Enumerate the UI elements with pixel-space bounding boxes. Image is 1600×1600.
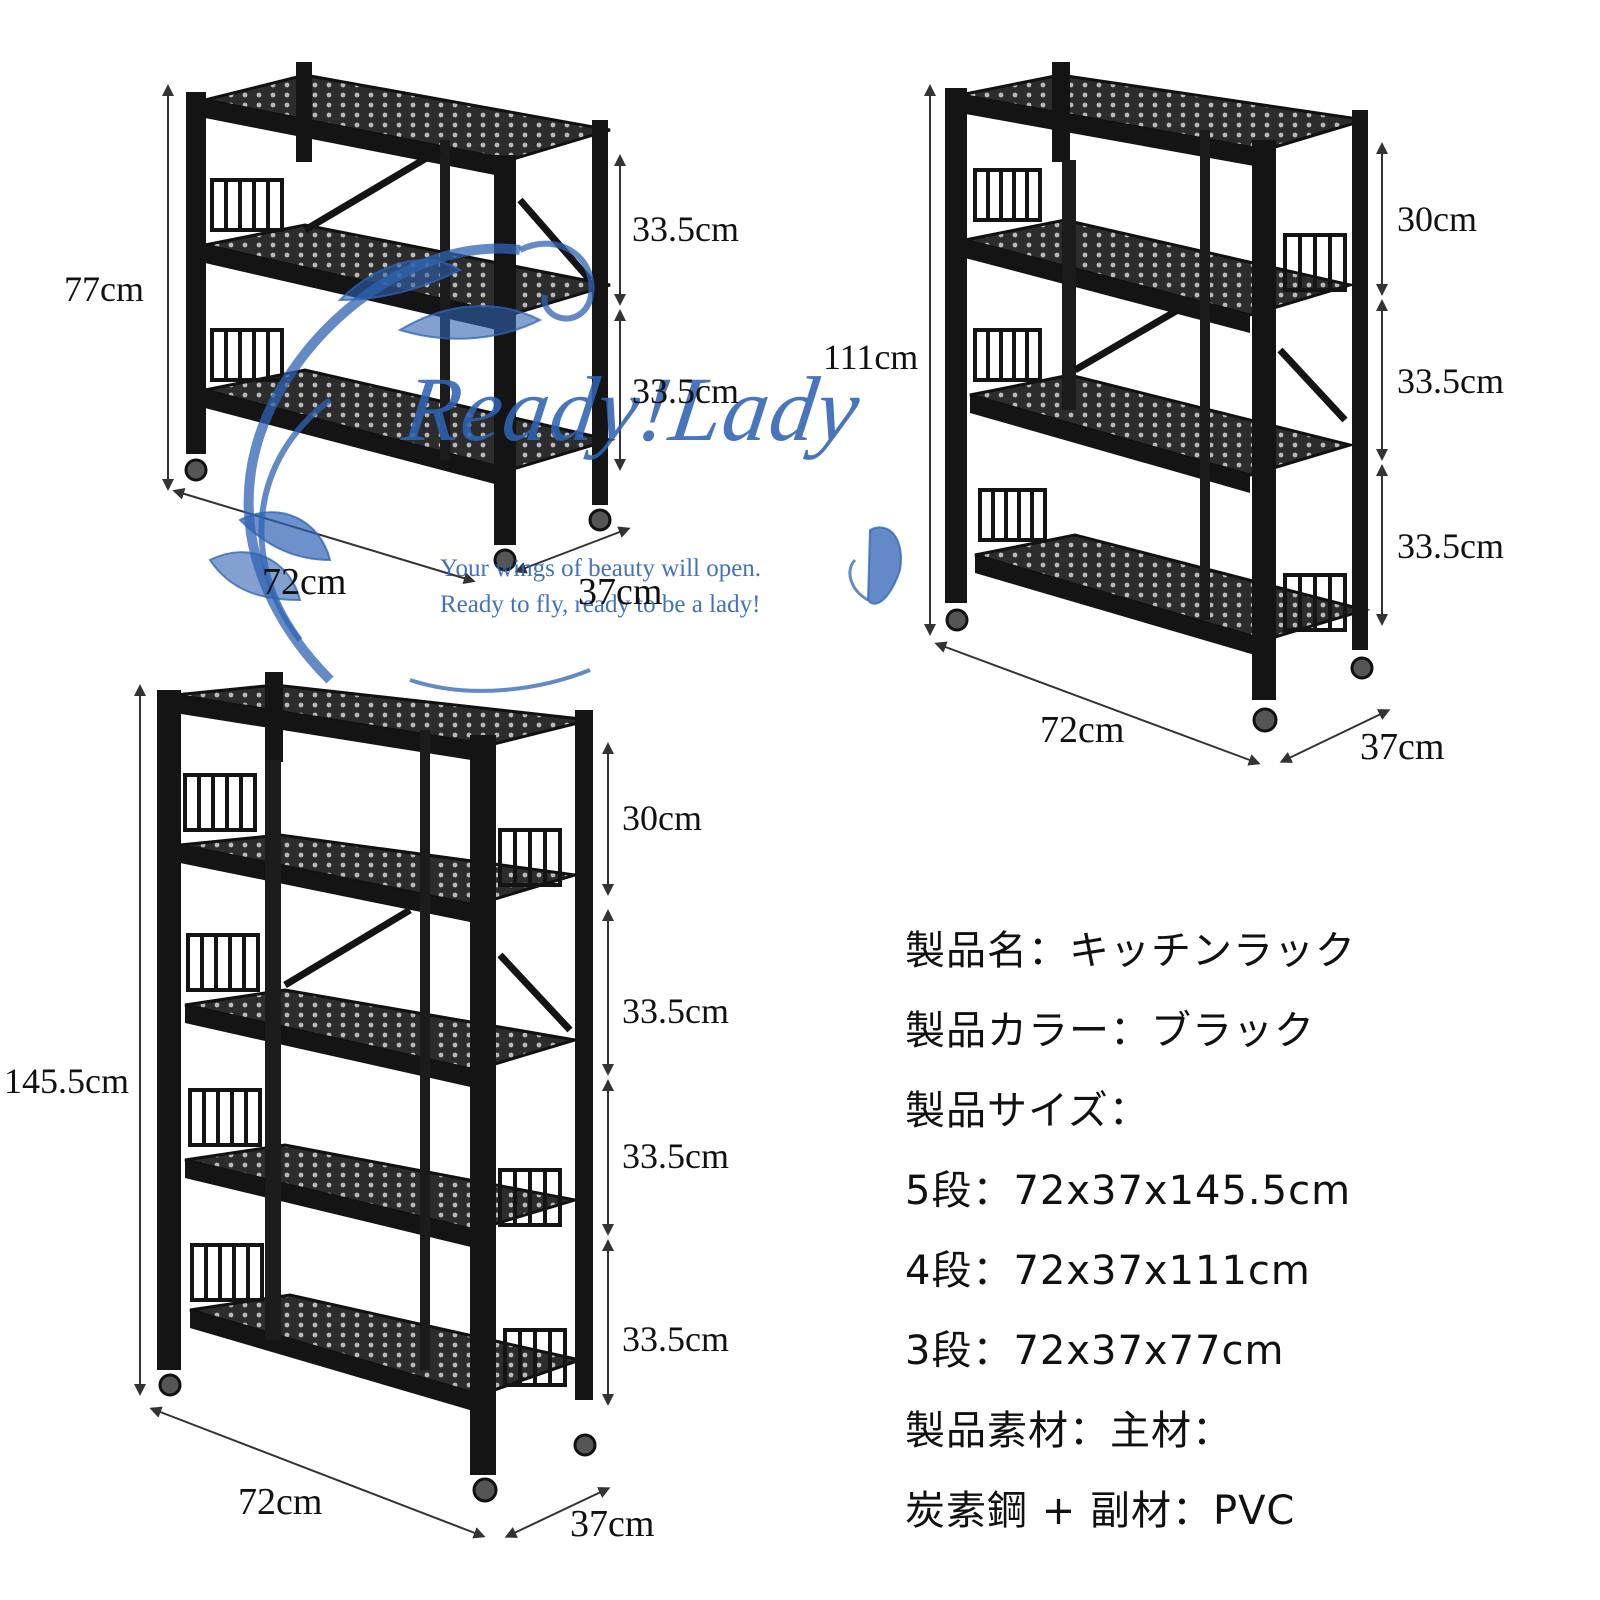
rack4-height-label: 111cm [823, 337, 919, 377]
rack4-width-label: 72cm [1040, 709, 1125, 751]
rack5-gap3-label: 33.5cm [622, 1136, 729, 1176]
rack5-depth-label: 37cm [570, 1503, 655, 1545]
spec-material-main: 製品素材：主材： [905, 1408, 1233, 1454]
rack3-gap1-label: 33.5cm [632, 209, 739, 249]
rack5-width-label: 72cm [238, 1481, 323, 1523]
spec-product-color: 製品カラー：ブラック [905, 1008, 1315, 1054]
spec-material-sub: 炭素鋼 + 副材：PVC [905, 1488, 1296, 1534]
rack4-depth-label: 37cm [1360, 726, 1445, 768]
rack3-depth-label: 37cm [578, 571, 663, 613]
rack3-gap2-label: 33.5cm [632, 371, 739, 411]
rack4-gap2-label: 33.5cm [1397, 361, 1504, 401]
rack-4-tier [924, 62, 1391, 766]
watermark-flourish [208, 240, 902, 693]
rack5-height-label: 145.5cm [4, 1061, 129, 1101]
rack-3-tier [162, 62, 631, 585]
rack5-gap1-label: 30cm [622, 798, 702, 838]
rack3-height-label: 77cm [64, 269, 144, 309]
spec-product-name: 製品名：キッチンラック [905, 928, 1356, 974]
rack5-gap4-label: 33.5cm [622, 1319, 729, 1359]
rack-5-tier [134, 672, 614, 1539]
rack4-gap3-label: 33.5cm [1397, 526, 1504, 566]
rack3-width-label: 72cm [262, 561, 347, 603]
watermark-tagline-2: Ready to fly, ready to be a lady! [440, 591, 761, 618]
watermark-tagline-1: Your wings of beauty will open. [440, 555, 762, 582]
spec-size-5-tier: 5段：72x37x145.5cm [905, 1168, 1352, 1214]
rack5-gap2-label: 33.5cm [622, 991, 729, 1031]
spec-size-4-tier: 4段：72x37x111cm [905, 1248, 1311, 1294]
spec-size-label: 製品サイズ： [905, 1088, 1150, 1134]
spec-size-3-tier: 3段：72x37x77cm [905, 1328, 1285, 1374]
rack4-gap1-label: 30cm [1397, 199, 1477, 239]
